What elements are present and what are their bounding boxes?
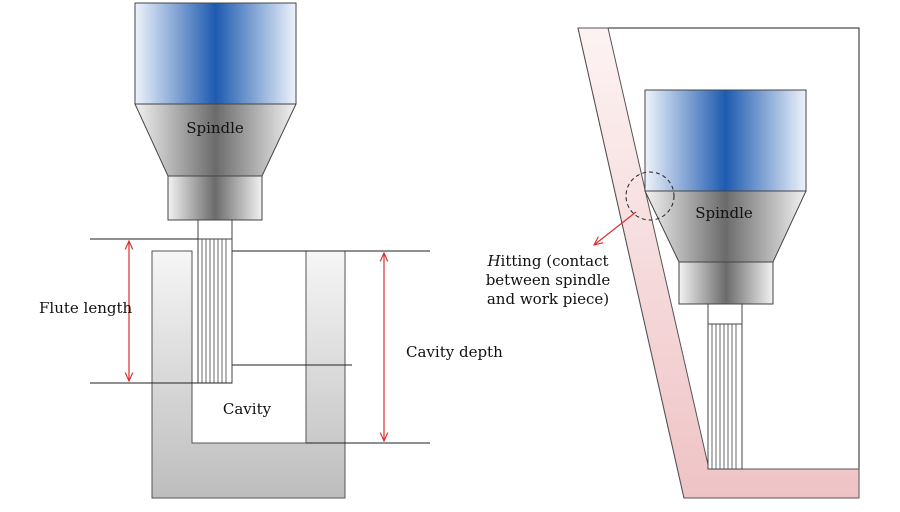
hitting-label-line1-rest: itting (contact [501, 252, 609, 270]
right-workpiece [577, 27, 860, 499]
left-flute-lines [201, 239, 227, 383]
left-reference-lines [90, 238, 430, 444]
cavity-label: Cavity [223, 400, 272, 418]
right-diagram: Spindle Hitting (contact between spindle… [486, 27, 860, 499]
flute-length-label: Flute length [39, 299, 133, 317]
left-spindle-head [134, 2, 297, 105]
hitting-pointer-arrow [594, 211, 637, 245]
right-spindle-collar [678, 261, 774, 305]
right-tool-shank [707, 303, 743, 325]
left-tool-shank [197, 219, 233, 240]
right-flute-lines [711, 324, 737, 469]
right-spindle-label: Spindle [695, 204, 753, 222]
contact-circle [625, 171, 675, 221]
right-tool-flutes [707, 323, 743, 470]
cavity-depth-label: Cavity depth [406, 343, 503, 361]
hitting-label-line1: Hitting (contact [486, 252, 608, 270]
left-spindle-taper [134, 103, 297, 177]
left-spindle-collar [167, 175, 263, 221]
left-spindle-label: Spindle [186, 119, 244, 137]
hitting-label-italic-h: H [486, 252, 501, 270]
left-diagram: Spindle Flute length Cavity depth Cavity [39, 2, 503, 499]
right-spindle-head [644, 89, 807, 192]
left-tool-flutes [197, 238, 233, 384]
left-workpiece [151, 250, 346, 499]
hitting-label-line2: between spindle [486, 271, 611, 289]
hitting-label-line3: and work piece) [487, 290, 609, 308]
